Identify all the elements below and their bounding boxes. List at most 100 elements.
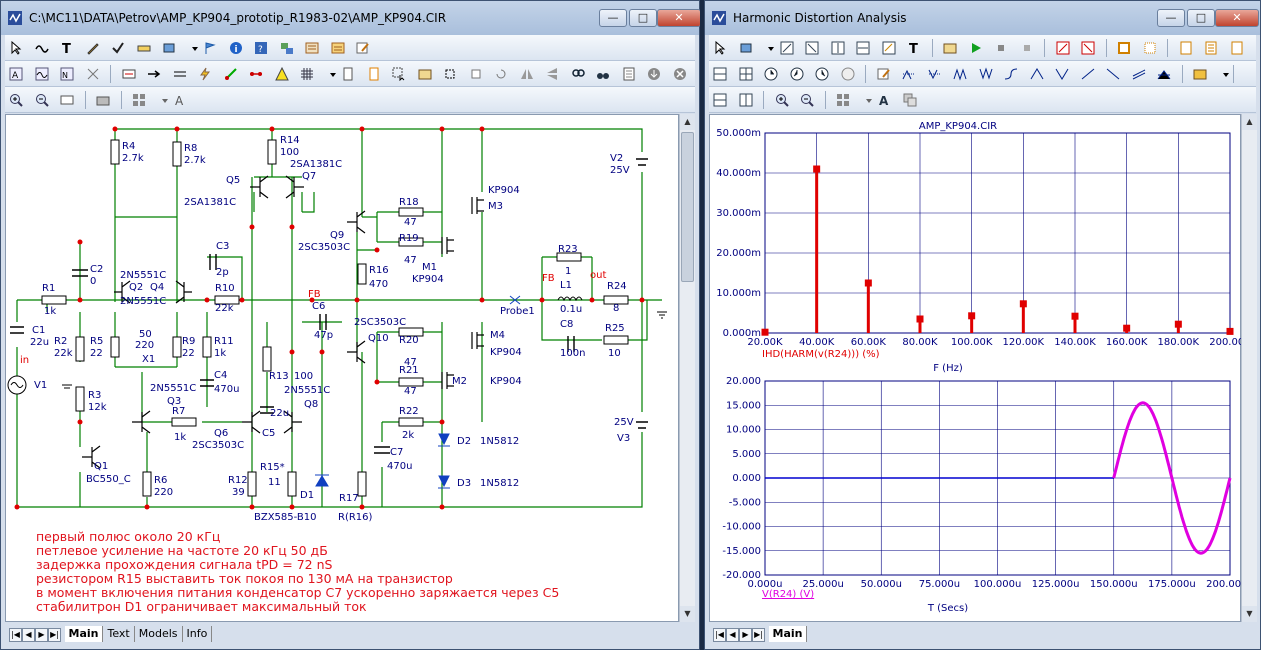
maximize-button[interactable]: □ [1187,9,1215,27]
binoculars-icon[interactable] [594,65,612,83]
pause-icon[interactable] [1018,39,1036,57]
run-icon[interactable] [967,39,985,57]
tile-horizontal-icon[interactable] [737,91,755,109]
tile-icon[interactable] [711,65,729,83]
slope-icon[interactable] [1130,65,1148,83]
tab-models[interactable]: Models [135,626,183,642]
scroll-down-icon[interactable]: ▼ [1242,606,1257,622]
cancel-circle-icon[interactable] [671,65,689,83]
text-mode-icon[interactable]: T [905,39,923,57]
valley-icon[interactable] [926,65,944,83]
hardcopy-icon[interactable] [94,91,112,109]
tile2-icon[interactable] [737,65,755,83]
clock-icon[interactable] [762,65,780,83]
tab-text[interactable]: Text [103,626,135,642]
next-page-icon[interactable]: ▶ [35,628,48,642]
edit-icon[interactable] [354,39,372,57]
scale-icon[interactable] [778,39,796,57]
scroll-up-icon[interactable]: ▲ [680,114,695,130]
edit-icon[interactable] [875,65,893,83]
palette-icon[interactable] [130,91,148,109]
component-icon[interactable] [737,39,755,57]
bottom-icon[interactable] [1104,65,1122,83]
high-icon[interactable] [951,65,969,83]
top-icon[interactable] [1079,65,1097,83]
pen-icon[interactable] [84,39,102,57]
list-icon[interactable] [329,39,347,57]
scroll-down-icon[interactable]: ▼ [680,606,695,622]
last-page-icon[interactable]: ▶| [48,628,61,642]
select-mode-icon[interactable] [711,39,729,57]
tab-main[interactable]: Main [768,626,808,642]
notes-icon[interactable] [620,65,638,83]
minimize-button[interactable]: — [1157,9,1185,27]
first-page-icon[interactable]: |◀ [9,628,22,642]
properties-icon[interactable] [303,39,321,57]
panel2-icon[interactable] [1202,39,1220,57]
align-icon[interactable] [441,65,459,83]
node-numbers-icon[interactable]: N [58,65,76,83]
clock4-icon[interactable] [839,65,857,83]
global-high-icon[interactable] [1028,65,1046,83]
help-icon[interactable]: ? [252,39,270,57]
grid-dot-icon[interactable] [1141,39,1159,57]
zoom-in-icon[interactable] [773,91,791,109]
properties-icon[interactable] [941,39,959,57]
close-button[interactable]: ✕ [1215,9,1259,27]
check-icon[interactable] [109,39,127,57]
tab-info[interactable]: Info [183,626,213,642]
stretch-icon[interactable] [829,39,847,57]
ruler-icon[interactable] [135,39,153,57]
frame-icon[interactable] [1115,39,1133,57]
arrow-right-icon[interactable] [145,65,163,83]
first-page-icon[interactable]: |◀ [713,628,726,642]
page-icon[interactable] [339,65,357,83]
wire-mode-icon[interactable] [33,39,51,57]
voltage-probe-icon[interactable] [120,65,138,83]
palette-icon[interactable] [834,91,852,109]
text-attribute-icon[interactable]: A [7,65,25,83]
select-mode-icon[interactable] [7,39,25,57]
last-page-icon[interactable]: ▶| [752,628,765,642]
low-icon[interactable] [977,65,995,83]
tile-vertical-icon[interactable] [711,91,729,109]
dropdown-arrow-icon[interactable] [860,91,872,109]
analysis-titlebar[interactable]: Harmonic Distortion Analysis — □ ✕ [705,1,1260,35]
tag-icon[interactable] [1191,65,1209,83]
wave-attribute-icon[interactable] [33,65,51,83]
flip-v-icon[interactable] [543,65,561,83]
network-icon[interactable] [278,39,296,57]
scroll-up-icon[interactable]: ▲ [1242,114,1257,130]
auto-scale2-icon[interactable] [1079,39,1097,57]
scroll-thumb[interactable] [681,132,694,282]
text-mode-icon[interactable]: T [58,39,76,57]
dropdown-arrow-icon[interactable] [324,65,336,83]
panel1-icon[interactable] [1177,39,1195,57]
zoom-fit-icon[interactable] [58,91,76,109]
schematic-titlebar[interactable]: C:\MC11\DATA\Petrov\AMP_KP904_prototip_R… [1,1,701,35]
maximize-scale-icon[interactable] [803,39,821,57]
dropdown-arrow-icon[interactable] [156,91,168,109]
font-icon[interactable]: A [875,91,893,109]
close-button[interactable]: ✕ [657,9,701,27]
warning-icon[interactable] [273,65,291,83]
zoom-out-icon[interactable] [33,91,51,109]
prev-page-icon[interactable]: ◀ [726,628,739,642]
multi-slope-icon[interactable] [1155,65,1173,83]
clock2-icon[interactable] [788,65,806,83]
dropdown-arrow-icon[interactable] [1217,65,1229,83]
minimize-button[interactable]: — [599,9,627,27]
peak-icon[interactable] [900,65,918,83]
box-icon[interactable] [467,65,485,83]
dropdown-arrow-icon[interactable] [762,39,774,57]
lightning-icon[interactable] [196,65,214,83]
global-low-icon[interactable] [1053,65,1071,83]
dropdown-arrow-icon[interactable] [186,39,198,57]
font-icon[interactable]: A [171,91,189,109]
component-icon[interactable] [160,39,178,57]
page-orange-icon[interactable] [365,65,383,83]
connect-icon[interactable] [247,65,265,83]
bus-icon[interactable] [171,65,189,83]
maximize-button[interactable]: □ [629,9,657,27]
